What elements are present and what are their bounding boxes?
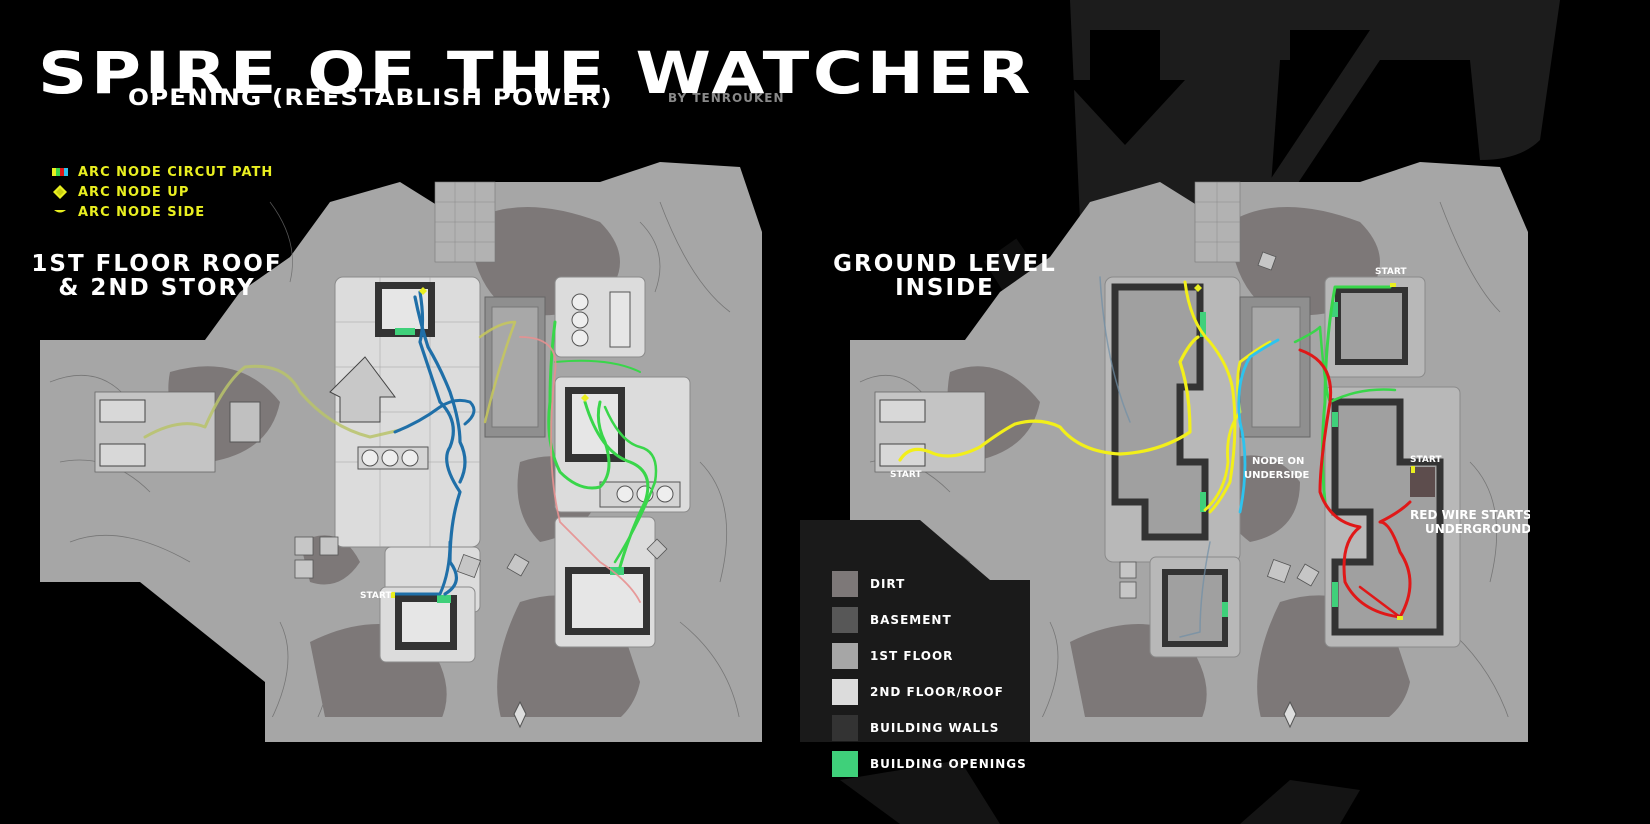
building-openings-swatch <box>832 751 858 777</box>
legend-label: ARC NODE SIDE <box>78 204 206 220</box>
legend-item-basement: BASEMENT <box>832 606 1027 634</box>
circuit-path-icon <box>52 166 68 178</box>
right-map-title-line2: INSIDE <box>895 275 995 301</box>
start-marker-east: START <box>1410 455 1442 465</box>
legend-label: DIRT <box>870 577 906 591</box>
page-subtitle: OPENING (REESTABLISH POWER) <box>128 86 613 111</box>
legend-label: ARC NODE CIRCUT PATH <box>78 164 274 180</box>
legend-item-building-openings: BUILDING OPENINGS <box>832 750 1027 778</box>
legend-item-1st-floor: 1ST FLOOR <box>832 642 1027 670</box>
legend-label: 1ST FLOOR <box>870 649 954 663</box>
left-map-title-line2: & 2ND STORY <box>58 275 256 301</box>
legend-item-arc-node-up: ARC NODE UP <box>52 182 273 202</box>
author-byline: BY TENROUKEN <box>668 91 785 105</box>
legend-label: BUILDING WALLS <box>870 721 1000 735</box>
legend-label: BASEMENT <box>870 613 952 627</box>
legend-label: 2ND FLOOR/ROOF <box>870 685 1004 699</box>
left-map-title-line1: 1ST FLOOR ROOF <box>31 251 283 277</box>
second-floor-swatch <box>832 679 858 705</box>
start-marker-label: START <box>360 591 392 601</box>
left-map-title: 1ST FLOOR ROOF & 2ND STORY <box>22 252 292 300</box>
arc-node-legend: ARC NODE CIRCUT PATH ARC NODE UP ARC NOD… <box>52 162 273 222</box>
legend-item-arc-node-side: ARC NODE SIDE <box>52 202 273 222</box>
legend-item-2nd-floor-roof: 2ND FLOOR/ROOF <box>832 678 1027 706</box>
right-map-title: GROUND LEVEL INSIDE <box>810 252 1080 300</box>
start-marker-west: START <box>890 470 922 480</box>
building-walls-swatch <box>832 715 858 741</box>
red-wire-note-line2: UNDERGROUND <box>1425 522 1530 536</box>
red-wire-note-line1: RED WIRE STARTS <box>1410 508 1530 522</box>
node-underside-note-line1: NODE ON <box>1252 456 1304 467</box>
first-floor-swatch <box>832 643 858 669</box>
arc-node-up-icon <box>52 185 68 199</box>
arc-node-side-icon <box>52 206 68 218</box>
legend-item-dirt: DIRT <box>832 570 1027 598</box>
legend-item-circuit-path: ARC NODE CIRCUT PATH <box>52 162 273 182</box>
node-underside-note-line2: UNDERSIDE <box>1244 470 1310 481</box>
basement-swatch <box>832 607 858 633</box>
page-title: SPIRE OF THE WATCHER <box>38 39 1035 107</box>
dirt-swatch <box>832 571 858 597</box>
start-marker-north: START <box>1375 267 1407 277</box>
legend-label: ARC NODE UP <box>78 184 190 200</box>
legend-item-building-walls: BUILDING WALLS <box>832 714 1027 742</box>
map-upper-level: START <box>40 162 762 742</box>
right-map-title-line1: GROUND LEVEL <box>833 251 1057 277</box>
terrain-legend: DIRT BASEMENT 1ST FLOOR 2ND FLOOR/ROOF B… <box>832 570 1027 786</box>
legend-label: BUILDING OPENINGS <box>870 757 1027 771</box>
